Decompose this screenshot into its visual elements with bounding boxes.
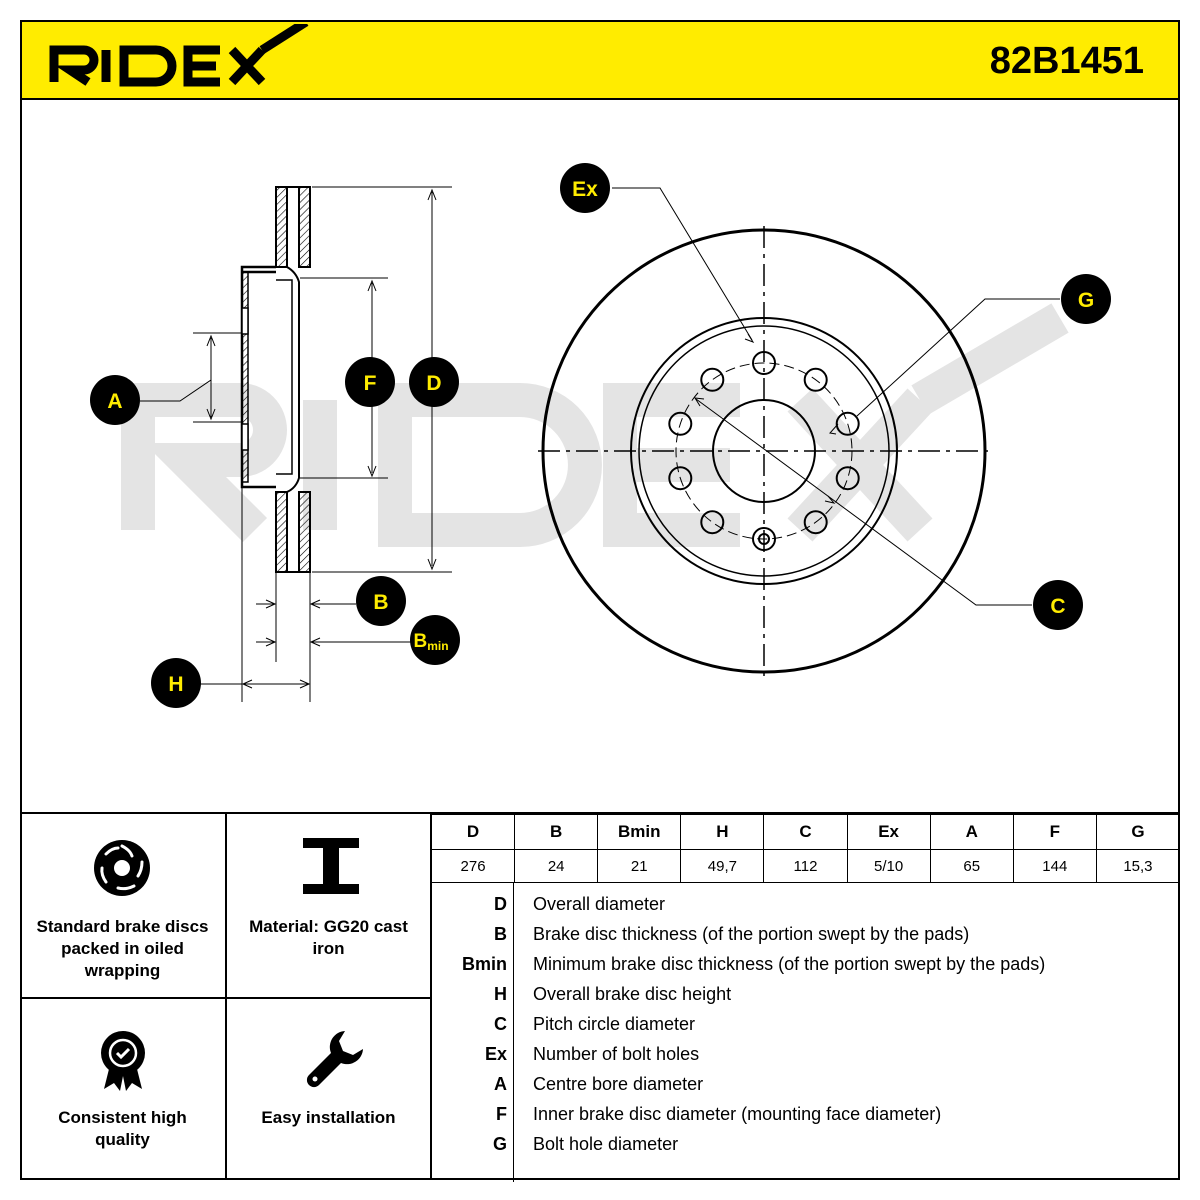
legend-key: Bmin [462,954,507,974]
legend-item: Bmin Minimum brake disc thickness (of th… [431,949,1180,979]
wrench-icon [306,1031,363,1088]
spec-header: H [680,814,765,850]
disc-section-view [240,186,311,573]
technical-drawing: A F D B Bmin H Ex G C [90,163,1111,708]
svg-text:Ex: Ex [572,178,598,201]
feature-material: Material: GG20 cast iron [227,814,430,997]
brake-disc-icon [94,840,150,896]
spec-header: B [514,814,599,850]
callout-G: G [1061,274,1111,324]
callout-F: F [345,357,395,407]
spec-value: 49,7 [680,849,765,883]
divider [20,997,431,999]
legend-key: B [494,924,507,944]
callout-Bmin: Bmin [410,615,460,665]
spec-header: Bmin [597,814,682,850]
svg-text:B: B [373,591,388,614]
disc-front-view [538,187,1060,678]
divider [430,814,432,1180]
legend-desc: Inner brake disc diameter (mounting face… [533,1104,942,1124]
svg-text:A: A [107,390,122,413]
legend-item: G Bolt hole diameter [431,1129,1180,1159]
callout-C: C [1033,580,1083,630]
spec-value: 276 [430,849,516,883]
legend-desc: Centre bore diameter [533,1074,704,1094]
spec-value-row: 276 24 21 49,7 112 5/10 65 144 15,3 [430,849,1181,883]
callout-Ex: Ex [560,163,610,213]
svg-text:F: F [364,372,377,395]
spec-header-row: D B Bmin H C Ex A F G [430,814,1181,850]
svg-text:G: G [1078,289,1094,312]
divider [513,883,514,1182]
spec-value: 24 [514,849,599,883]
spec-value: 144 [1012,849,1097,883]
spec-header: D [430,814,516,850]
spec-header: A [929,814,1014,850]
legend-item: H Overall brake disc height [431,979,1180,1009]
feature-label: Standard brake discs packed in oiled wra… [36,917,209,980]
legend-desc: Minimum brake disc thickness (of the por… [533,954,1046,974]
legend-item: A Centre bore diameter [431,1069,1180,1099]
ridex-logo [49,24,309,87]
spec-header: G [1095,814,1181,850]
legend-key: C [494,1014,507,1034]
feature-label: Material: GG20 cast iron [249,917,408,958]
callout-B: B [356,576,406,626]
legend-key: G [492,1134,507,1154]
feature-label: Consistent high quality [58,1108,187,1149]
legend-desc: Pitch circle diameter [533,1014,696,1034]
legend-key: H [494,984,507,1004]
spec-value: 21 [597,849,682,883]
legend-item: B Brake disc thickness (of the portion s… [431,919,1180,949]
legend-list: D Overall diameter B Brake disc thicknes… [431,883,1180,1182]
svg-text:H: H [168,673,183,696]
legend-desc: Overall diameter [533,894,666,914]
svg-text:D: D [426,372,441,395]
legend-key: A [494,1074,507,1094]
spec-value: 112 [763,849,848,883]
spec-header: Ex [846,814,931,850]
feature-quality: Consistent high quality [20,999,225,1180]
legend-desc: Brake disc thickness (of the portion swe… [533,924,970,944]
legend-key: Ex [484,1044,507,1064]
spec-value: 15,3 [1095,849,1181,883]
feature-installation: Easy installation [227,999,430,1180]
svg-text:C: C [1050,595,1065,618]
legend-desc: Number of bolt holes [533,1044,700,1064]
legend-item: C Pitch circle diameter [431,1009,1180,1039]
spec-header: F [1012,814,1097,850]
quality-badge-icon [101,1031,145,1091]
spec-table: D B Bmin H C Ex A F G 276 24 21 49,7 112… [430,814,1181,883]
spec-value: 65 [929,849,1014,883]
spec-value: 5/10 [846,849,931,883]
legend-item: D Overall diameter [431,889,1180,919]
callout-H: H [151,658,201,708]
spec-header: C [763,814,848,850]
i-beam-icon [303,838,359,894]
callout-A: A [90,375,140,425]
legend-key: D [494,894,507,914]
legend-desc: Bolt hole diameter [533,1134,679,1154]
feature-label: Easy installation [261,1108,396,1127]
legend-key: F [496,1104,507,1124]
svg-text:Bmin: Bmin [413,631,448,653]
header-bar: 82B1451 [20,20,1180,100]
info-panel: Standard brake discs packed in oiled wra… [20,812,1181,1182]
legend-item: F Inner brake disc diameter (mounting fa… [431,1099,1180,1129]
legend-desc: Overall brake disc height [533,984,732,1004]
legend-item: Ex Number of bolt holes [431,1039,1180,1069]
feature-oiled-wrapping: Standard brake discs packed in oiled wra… [20,814,225,997]
callout-D: D [409,357,459,407]
part-number: 82B1451 [989,40,1144,82]
